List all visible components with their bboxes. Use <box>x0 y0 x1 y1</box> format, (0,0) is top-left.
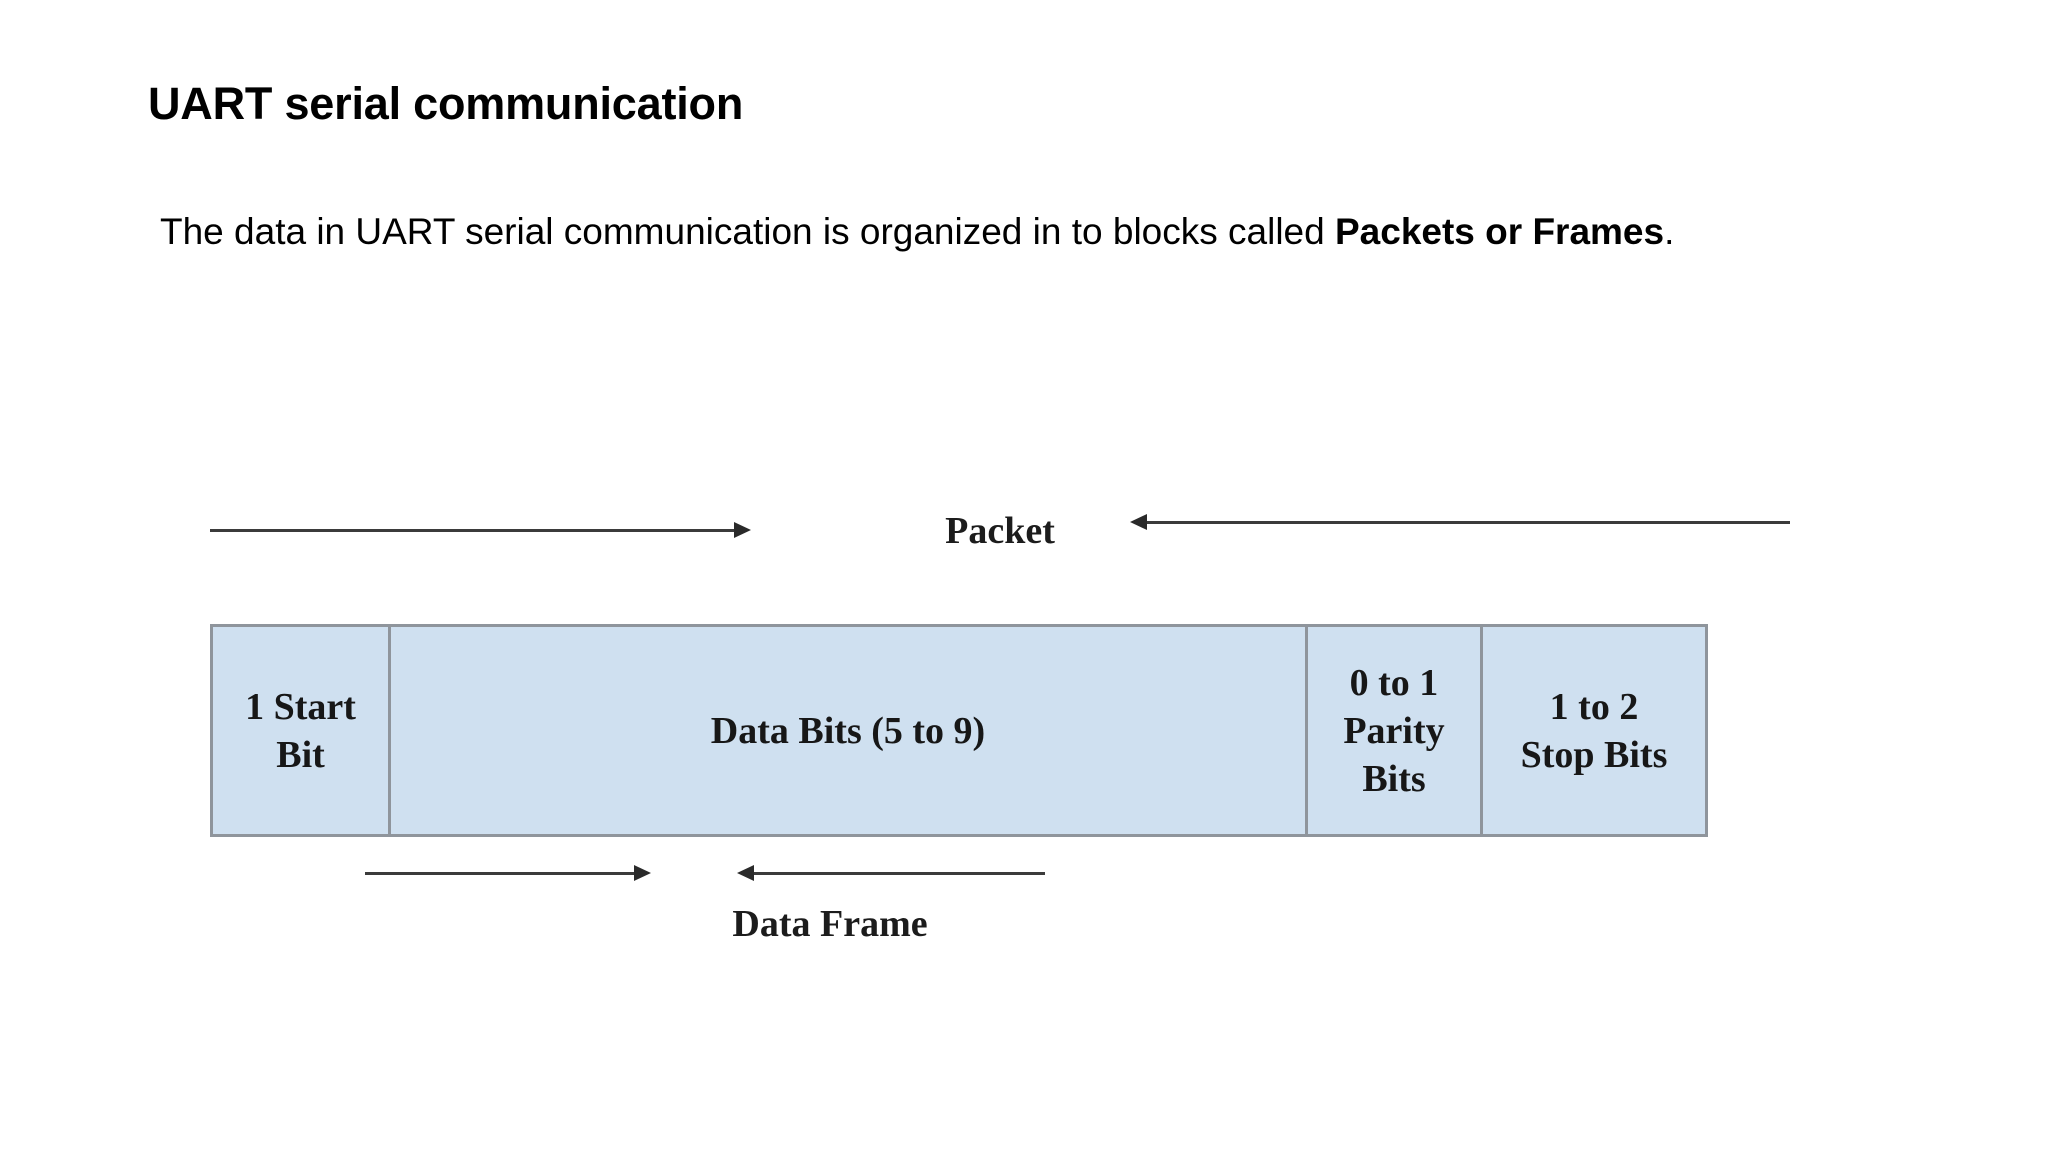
cell-stop-bits: 1 to 2 Stop Bits <box>1480 627 1705 834</box>
packet-label: Packet <box>945 510 1055 552</box>
cell-parity-bits: 0 to 1 Parity Bits <box>1305 627 1480 834</box>
cell-parity-bits-line-1: 0 to 1 <box>1349 661 1439 704</box>
body-text-trail: . <box>1664 211 1675 252</box>
cell-data-bits: Data Bits (5 to 9) <box>388 627 1305 834</box>
packet-left-arrow-line <box>210 529 740 532</box>
cell-start-bit-text: 1 Start Bit <box>245 683 356 779</box>
uart-packet-diagram: Packet 1 Start Bit Data Bits (5 to 9) 0 … <box>210 505 1790 985</box>
arrow-left-icon <box>1130 514 1147 530</box>
data-frame-left-arrow-line <box>365 872 640 875</box>
cell-start-bit: 1 Start Bit <box>213 627 388 834</box>
cell-start-bit-line-1: 1 Start <box>245 685 356 728</box>
packet-structure-table: 1 Start Bit Data Bits (5 to 9) 0 to 1 Pa… <box>210 624 1708 837</box>
cell-parity-bits-line-3: Bits <box>1362 757 1426 800</box>
arrow-left-icon <box>737 865 754 881</box>
body-text-emphasis: Packets or Frames <box>1335 211 1665 252</box>
page-title: UART serial communication <box>148 78 744 129</box>
arrow-right-icon <box>734 522 751 538</box>
data-frame-label: Data Frame <box>732 903 928 945</box>
cell-parity-bits-text: 0 to 1 Parity Bits <box>1343 659 1444 803</box>
cell-start-bit-line-2: Bit <box>276 733 325 776</box>
data-frame-annotation-row: Data Frame <box>210 850 1790 985</box>
cell-parity-bits-line-2: Parity <box>1343 709 1445 752</box>
packet-annotation-row: Packet <box>210 505 1790 585</box>
body-paragraph: The data in UART serial communication is… <box>160 200 1920 263</box>
cell-stop-bits-text: 1 to 2 Stop Bits <box>1521 683 1668 779</box>
data-frame-right-arrow-line <box>750 872 1045 875</box>
body-text-lead: The data in UART serial communication is… <box>160 211 1335 252</box>
cell-stop-bits-line-1: 1 to 2 <box>1549 685 1639 728</box>
cell-data-bits-line-1: Data Bits (5 to 9) <box>710 709 986 752</box>
arrow-right-icon <box>634 865 651 881</box>
cell-data-bits-text: Data Bits (5 to 9) <box>711 707 985 755</box>
cell-stop-bits-line-2: Stop Bits <box>1520 733 1668 776</box>
packet-right-arrow-line <box>1145 521 1790 524</box>
